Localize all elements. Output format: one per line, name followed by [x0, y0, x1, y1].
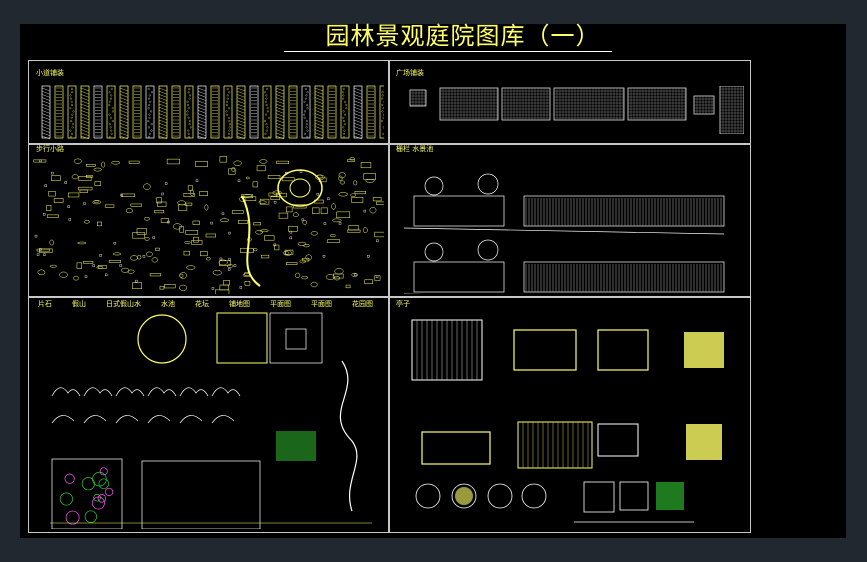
label-bottom-left-3: 日式假山水 [106, 300, 141, 308]
frame-middle-right [388, 143, 751, 298]
label-top-left: 小道铺装 [36, 69, 64, 77]
square-paving-samples [394, 86, 744, 134]
label-bottom-right: 亭子 [396, 300, 410, 308]
label-bottom-left-9: 花园图 [352, 300, 373, 308]
label-bottom-left-8: 平面图 [311, 300, 332, 308]
frame-middle-left [28, 143, 390, 298]
pavilion-samples [394, 312, 744, 529]
title-underline [284, 51, 612, 52]
label-bottom-left-7: 平面图 [270, 300, 291, 308]
fence-elevations [403, 173, 725, 294]
path-paving-samples [32, 82, 384, 140]
label-bottom-left-4: 水池 [161, 300, 175, 308]
label-bottom-left-5: 花坛 [195, 300, 209, 308]
path-paving-strips [41, 85, 384, 140]
drawing-title: 园林景观庭院图库（一） [325, 22, 601, 50]
rockery-garden-drawings [50, 312, 372, 529]
frame-bottom-left [28, 296, 390, 533]
label-bottom-left-6: 铺地图 [229, 300, 250, 308]
pavilion-drawings [411, 319, 724, 523]
label-middle-right: 栅栏 水景池 [396, 145, 434, 153]
walkway-plans [33, 156, 384, 294]
bottom-left-label-row: 片石 假山 日式假山水 水池 花坛 铺地图 平面图 平面图 花园图 [38, 300, 373, 308]
fence-waterfeature-samples [394, 156, 744, 294]
square-paving-tiles [409, 86, 744, 134]
frame-bottom-right [388, 296, 751, 533]
walkway-samples [32, 156, 384, 294]
rockery-garden-samples [32, 311, 384, 529]
frame-top-right [388, 60, 751, 145]
label-top-right: 广场铺装 [396, 69, 424, 77]
drawing-canvas[interactable]: 园林景观庭院图库（一） 小道铺装 广场铺装 步行小路 栅栏 水景池 亭子 片石 … [20, 22, 846, 538]
frame-top-left [28, 60, 390, 145]
label-bottom-left-1: 片石 [38, 300, 52, 308]
label-middle-left: 步行小路 [36, 145, 64, 153]
label-bottom-left-2: 假山 [72, 300, 86, 308]
